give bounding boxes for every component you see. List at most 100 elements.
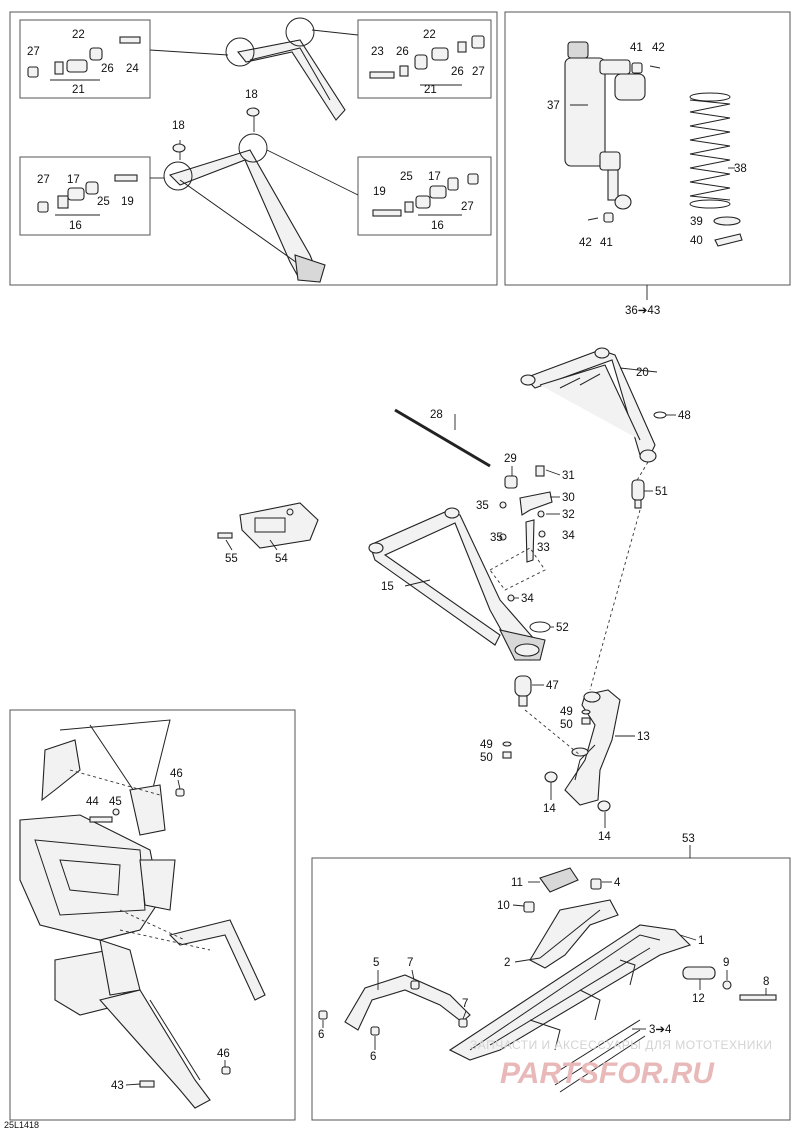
callout-33: 33 bbox=[537, 542, 550, 554]
bolt-10 bbox=[523, 901, 535, 913]
callout-21: 21 bbox=[424, 84, 437, 96]
chassis-frame bbox=[9, 709, 296, 1121]
bushing-kit-box-upper-left bbox=[19, 19, 151, 99]
callout-53: 53 bbox=[682, 833, 695, 845]
callout-43: 43 bbox=[111, 1080, 124, 1092]
callout-54: 54 bbox=[275, 553, 288, 565]
bushing-kit-box-upper-right bbox=[357, 19, 492, 99]
bolt-8 bbox=[739, 994, 777, 1001]
callout-13: 13 bbox=[637, 731, 650, 743]
watermark-tagline: ЗАПЧАСТИ И АКСЕССУАРЫ ДЛЯ МОТОТЕХНИКИ bbox=[470, 1038, 772, 1052]
o-ring-48 bbox=[653, 411, 667, 419]
leader-lines bbox=[125, 367, 767, 1086]
callout-6: 6 bbox=[318, 1029, 324, 1041]
callout-18: 18 bbox=[245, 89, 258, 101]
lower-a-arm-drawing bbox=[163, 133, 326, 283]
callout-27: 27 bbox=[461, 201, 474, 213]
nut-4 bbox=[590, 878, 602, 890]
bolt-43 bbox=[139, 1080, 155, 1088]
callout-14: 14 bbox=[598, 831, 611, 843]
callout-49: 49 bbox=[480, 739, 493, 751]
callout-20: 20 bbox=[636, 367, 649, 379]
callout-41: 41 bbox=[600, 237, 613, 249]
callout-35: 35 bbox=[490, 532, 503, 544]
bushing-kit-box-lower-left bbox=[19, 156, 151, 236]
upper-a-arm-drawing bbox=[225, 17, 346, 121]
callout-11: 11 bbox=[511, 877, 523, 889]
seal-52 bbox=[529, 621, 551, 633]
callout-27: 27 bbox=[472, 66, 485, 78]
retaining-ring-drawing bbox=[713, 216, 741, 226]
bushing-kit-box-lower-right bbox=[357, 156, 492, 236]
coil-spring-drawing bbox=[689, 92, 731, 209]
callout-35: 35 bbox=[476, 500, 489, 512]
callout-26: 26 bbox=[451, 66, 464, 78]
callout-labels: 27 22 26 24 21 23 26 22 26 27 21 18 18 2… bbox=[27, 29, 769, 1092]
shock-bolts bbox=[587, 62, 661, 223]
callout-17: 17 bbox=[67, 174, 80, 186]
bolt-31 bbox=[535, 465, 545, 477]
callout-3-4: 3➔4 bbox=[649, 1024, 672, 1036]
carbide-runner-3 bbox=[554, 1029, 646, 1093]
callout-26: 26 bbox=[396, 46, 409, 58]
callout-26: 26 bbox=[101, 63, 114, 75]
callout-30: 30 bbox=[562, 492, 575, 504]
callout-25: 25 bbox=[400, 171, 413, 183]
callout-52: 52 bbox=[556, 622, 569, 634]
callout-49: 49 bbox=[560, 706, 573, 718]
clip-drawing bbox=[714, 233, 743, 247]
callout-31: 31 bbox=[562, 470, 575, 482]
shock-absorber-frame bbox=[504, 11, 791, 286]
callout-41: 41 bbox=[630, 42, 643, 54]
callout-1: 1 bbox=[698, 935, 704, 947]
ski-leg-2 bbox=[529, 899, 619, 969]
nut-46b bbox=[221, 1066, 231, 1075]
bushing-29 bbox=[504, 475, 518, 489]
callout-10: 10 bbox=[497, 900, 510, 912]
callout-5: 5 bbox=[373, 957, 379, 969]
callout-7: 7 bbox=[462, 998, 468, 1010]
callout-28: 28 bbox=[430, 409, 443, 421]
callout-39: 39 bbox=[690, 216, 703, 228]
callout-51: 51 bbox=[655, 486, 668, 498]
callout-37: 37 bbox=[547, 100, 560, 112]
upper-a-arm-20 bbox=[520, 347, 657, 463]
callout-14: 14 bbox=[543, 803, 556, 815]
callout-6: 6 bbox=[370, 1051, 376, 1063]
washer-45 bbox=[112, 808, 120, 816]
callout-55: 55 bbox=[225, 553, 238, 565]
callout-40: 40 bbox=[690, 235, 703, 247]
ball-joint-51 bbox=[631, 479, 645, 509]
callout-50: 50 bbox=[560, 719, 573, 731]
callout-34: 34 bbox=[521, 593, 534, 605]
callout-48: 48 bbox=[678, 410, 691, 422]
callout-18: 18 bbox=[172, 120, 185, 132]
spindle-13 bbox=[564, 689, 621, 806]
washer-9 bbox=[722, 980, 732, 990]
callout-12: 12 bbox=[692, 993, 705, 1005]
bolt-44 bbox=[89, 816, 113, 823]
callout-22: 22 bbox=[423, 29, 436, 41]
callout-8: 8 bbox=[763, 976, 769, 988]
callout-46: 46 bbox=[217, 1048, 230, 1060]
nut-46a bbox=[175, 788, 185, 797]
callout-50: 50 bbox=[480, 752, 493, 764]
callout-22: 22 bbox=[72, 29, 85, 41]
callout-17: 17 bbox=[428, 171, 441, 183]
bushing-14a bbox=[544, 771, 558, 783]
callout-25: 25 bbox=[97, 196, 110, 208]
steering-rod-28 bbox=[394, 408, 491, 468]
callout-16: 16 bbox=[431, 220, 444, 232]
wear-pad-11 bbox=[539, 867, 579, 893]
ski-assembly-frame bbox=[311, 857, 791, 1121]
bolt-7a bbox=[410, 980, 420, 990]
callout-32: 32 bbox=[562, 509, 575, 521]
callout-44: 44 bbox=[86, 796, 99, 808]
callout-15: 15 bbox=[381, 581, 394, 593]
bolt-6a bbox=[318, 1010, 328, 1020]
washer-nut-49-50 bbox=[502, 709, 591, 759]
callout-27: 27 bbox=[27, 46, 40, 58]
hardware-glyphs bbox=[27, 35, 485, 217]
callout-7: 7 bbox=[407, 957, 413, 969]
bushing-12 bbox=[682, 966, 716, 980]
